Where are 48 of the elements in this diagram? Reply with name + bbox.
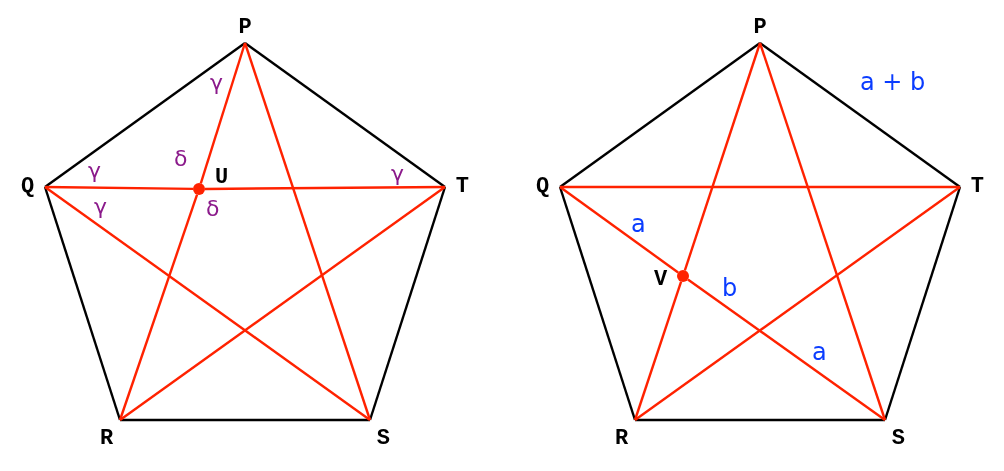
vertex-label: T [970,176,984,198]
diagonal-line [118,194,199,421]
angle-label: δ [206,198,220,220]
vertex-label: P [753,17,767,39]
length-label: a [812,340,827,364]
diagonal-line [634,186,961,421]
vertex-label: Q [536,176,550,198]
point-label: U [215,167,229,189]
diagonal-line [758,42,887,421]
side-line [43,186,122,421]
side-line [559,42,761,188]
point-label: V [654,269,668,291]
point-dot [677,270,689,282]
diagonal-line [687,278,886,421]
diagonal-line [119,186,446,421]
diagonal-line [243,42,372,421]
angle-label: γ [391,163,405,185]
vertex-label: R [615,428,629,450]
side-line [244,42,446,188]
diagonal-line [205,185,445,191]
angle-label: γ [94,196,108,218]
diagonal-line [199,42,247,184]
vertex-label: T [455,176,469,198]
angle-label: γ [88,160,102,182]
vertex-label: S [891,428,905,450]
diagonal-line [683,42,762,271]
side-line [558,186,637,421]
length-label: a + b [860,70,926,94]
length-label: b [722,276,738,300]
diagonal-line [44,186,371,421]
side-line [120,418,370,422]
side-line [368,186,447,421]
diagonal-line [633,281,683,421]
diagonal-line [45,185,193,191]
vertex-label: R [100,428,114,450]
side-line [883,186,962,421]
side-line [635,418,885,422]
point-dot [193,183,205,195]
diagonal-line [559,186,679,274]
angle-label: γ [210,72,224,94]
vertex-label: P [238,17,252,39]
side-line [759,42,961,188]
length-label: a [631,212,646,236]
vertex-label: S [376,428,390,450]
side-line [44,42,246,188]
angle-label: δ [174,148,188,170]
vertex-label: Q [21,176,35,198]
diagonal-line [560,185,960,189]
